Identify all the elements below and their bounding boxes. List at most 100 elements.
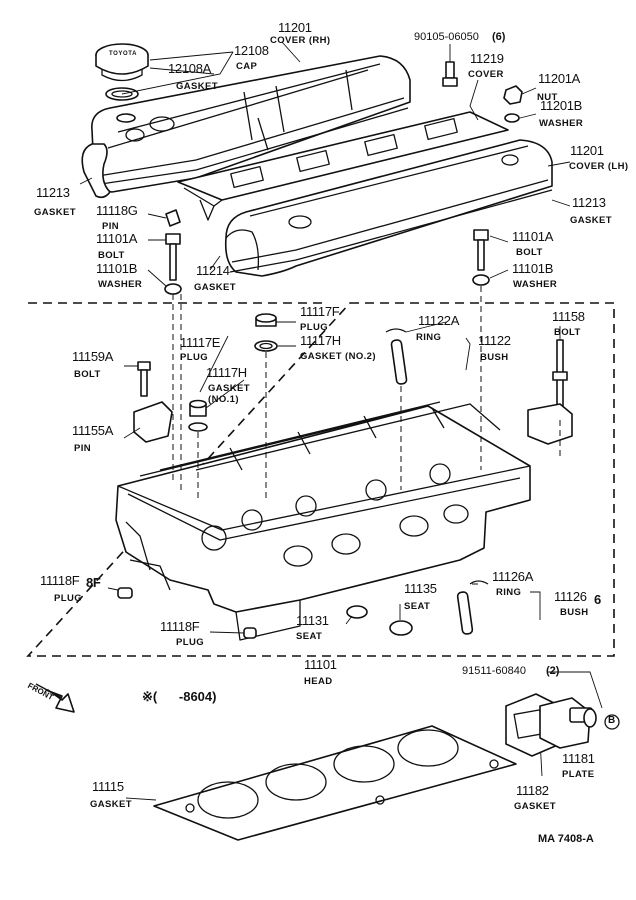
cap-number: 12108 bbox=[234, 43, 269, 58]
ring-a-name: RING bbox=[416, 332, 442, 343]
gasket-no2-number: 11117H bbox=[300, 333, 341, 348]
cap-gasket-number: 12108A bbox=[168, 61, 212, 76]
cover-lh-drawing bbox=[224, 139, 553, 277]
gasket-no1-number: 11117H bbox=[206, 365, 247, 380]
bolt-a-name: BOLT bbox=[74, 369, 101, 380]
washer-right-number: 11101B bbox=[512, 261, 554, 276]
nut-name: NUT bbox=[537, 92, 558, 103]
ref-marker-b: B bbox=[608, 715, 616, 726]
plate-gasket-number: 11182 bbox=[516, 783, 549, 798]
cover-lh-name: COVER (LH) bbox=[569, 161, 629, 172]
plate-gasket-name: GASKET bbox=[514, 801, 556, 812]
bolt-left-drawing bbox=[164, 233, 182, 295]
plug-8f-bottom-name: PLUG bbox=[176, 637, 204, 648]
pin-a-name: PIN bbox=[74, 443, 92, 454]
gasket-right-name: GASKET bbox=[570, 215, 612, 226]
washer-top-drawing bbox=[504, 113, 520, 123]
plate-number: 11181 bbox=[562, 751, 595, 766]
seat-a-name: SEAT bbox=[404, 601, 431, 612]
bolt-left-number: 11101A bbox=[96, 231, 138, 246]
bolt-stud-name: BOLT bbox=[554, 327, 581, 338]
seat-a-drawing bbox=[389, 620, 413, 636]
bush-b-mark: 6 bbox=[594, 592, 601, 607]
plate-bolt-number: 91511-60840 bbox=[462, 665, 527, 677]
cover-rh-name: COVER (RH) bbox=[270, 35, 331, 46]
plug-f-name: PLUG bbox=[300, 322, 328, 333]
bolt-left-name: BOLT bbox=[98, 250, 125, 261]
pin-top-number: 11118G bbox=[96, 203, 138, 218]
plate-assembly-drawing bbox=[505, 693, 620, 757]
ring-a-number: 11122A bbox=[418, 313, 460, 328]
cover-center-drawing bbox=[177, 111, 509, 221]
seat-b-number: 11131 bbox=[296, 613, 329, 628]
plug-e-name: PLUG bbox=[180, 352, 208, 363]
plug-8f-left-mark: 8F bbox=[86, 575, 101, 590]
cover-lh-number: 11201 bbox=[570, 143, 604, 158]
washer-left-name: WASHER bbox=[98, 279, 143, 290]
cover-bolt-number: 90105-06050 bbox=[414, 31, 479, 43]
date-note: ※( -8604) bbox=[142, 689, 217, 704]
gasket-no1-name: GASKET (NO.1) bbox=[208, 383, 250, 405]
alignment-lines bbox=[172, 286, 561, 502]
front-arrow-icon bbox=[35, 683, 75, 713]
seat-b-name: SEAT bbox=[296, 631, 323, 642]
plug-f-drawing bbox=[254, 313, 278, 352]
plug-e-number: 11117E bbox=[180, 335, 221, 350]
gasket-no2-name: GASKET (NO.2) bbox=[300, 351, 376, 362]
plug-f-number: 11117F bbox=[300, 304, 340, 319]
diagram-code: MA 7408-A bbox=[538, 833, 594, 845]
gasket-right-number: 11213 bbox=[572, 195, 606, 210]
plug-8f-bottom-drawing bbox=[243, 627, 257, 639]
bolt-right-drawing bbox=[472, 229, 490, 286]
seat-b-drawing bbox=[346, 605, 368, 619]
plate-name: PLATE bbox=[562, 769, 595, 780]
bolt-right-number: 11101A bbox=[512, 229, 554, 244]
head-name: HEAD bbox=[304, 676, 333, 687]
head-gasket-number: 11115 bbox=[92, 779, 124, 794]
plate-bolt-qty: (2) bbox=[546, 665, 560, 677]
bolt-right-name: BOLT bbox=[516, 247, 543, 258]
bolt-stud-drawing bbox=[527, 339, 573, 445]
head-gasket-name: GASKET bbox=[90, 799, 132, 810]
plug-8f-bottom-number: 11118F bbox=[160, 619, 200, 634]
cover-bolt-qty: (6) bbox=[492, 31, 506, 43]
cover-center-name: COVER bbox=[468, 69, 504, 80]
gasket-center-number: 11214 bbox=[196, 263, 230, 278]
bush-a-name: BUSH bbox=[480, 352, 509, 363]
ring-b-name: RING bbox=[496, 587, 522, 598]
bush-b-number: 11126 bbox=[554, 589, 587, 604]
cover-rh-number: 11201 bbox=[278, 20, 312, 35]
washer-right-name: WASHER bbox=[513, 279, 558, 290]
cover-bolt-drawing bbox=[442, 61, 458, 87]
cap-name: CAP bbox=[236, 61, 258, 72]
washer-top-number: 11201B bbox=[540, 98, 583, 113]
gasket-left-drawing bbox=[81, 143, 111, 199]
gasket-left-name: GASKET bbox=[34, 207, 76, 218]
nut-number: 11201A bbox=[538, 71, 581, 86]
cover-center-number: 11219 bbox=[470, 51, 504, 66]
head-number: 11101 bbox=[304, 657, 337, 672]
head-drawing bbox=[115, 401, 531, 641]
bush-a-number: 11122 bbox=[478, 333, 511, 348]
plug-8f-left-number: 11118F bbox=[40, 573, 80, 588]
cap-gasket-name: GASKET bbox=[176, 81, 218, 92]
gasket-left-number: 11213 bbox=[36, 185, 70, 200]
pin-a-number: 11155A bbox=[72, 423, 114, 438]
pin-top-name: PIN bbox=[102, 221, 120, 232]
nut-drawing bbox=[503, 85, 523, 105]
bush-b-name: BUSH bbox=[560, 607, 589, 618]
pin-top-drawing bbox=[165, 209, 181, 227]
washer-left-number: 11101B bbox=[96, 261, 138, 276]
cover-rh-drawing bbox=[91, 55, 411, 193]
seat-a-number: 11135 bbox=[404, 581, 437, 596]
pin-a-drawing bbox=[133, 401, 173, 443]
head-gasket-drawing bbox=[153, 725, 517, 841]
plug-8f-left-name: PLUG bbox=[54, 593, 82, 604]
ring-b-number: 11126A bbox=[492, 569, 534, 584]
bush-b-drawing bbox=[456, 580, 489, 635]
bush-a-drawing bbox=[385, 328, 408, 385]
head-assembly-boundary bbox=[26, 302, 615, 657]
cap-brand-text: TOYOTA bbox=[109, 51, 138, 57]
plug-e-drawing bbox=[188, 399, 208, 432]
